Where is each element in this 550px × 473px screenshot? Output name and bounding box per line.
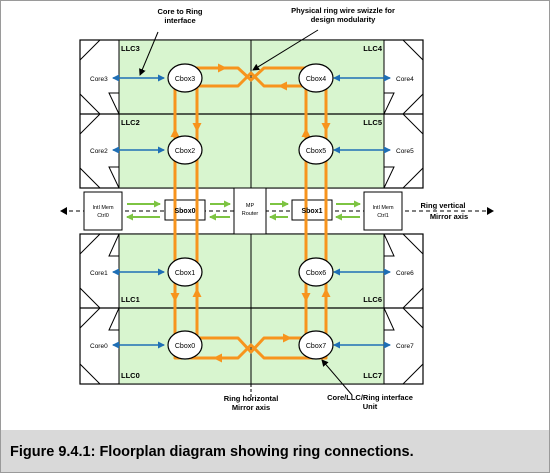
sbox1-label: Sbox1 — [301, 208, 322, 215]
llc1-label: LLC1 — [121, 295, 140, 304]
green-arrows — [126, 200, 361, 221]
core6-label: Core6 — [396, 270, 414, 277]
unit-label-2: Unit — [363, 402, 378, 411]
cbox2-label: Cbox2 — [175, 148, 195, 155]
bottom-block — [79, 233, 424, 385]
cbox4-label: Cbox4 — [306, 76, 326, 83]
sbox0-label: Sbox0 — [174, 208, 195, 215]
cbox6-label: Cbox6 — [306, 270, 326, 277]
mem-ctrl0-box — [83, 191, 123, 231]
core2-label: Core2 — [90, 148, 108, 155]
figure-caption: Figure 9.4.1: Floorplan diagram showing … — [10, 444, 414, 460]
llc0-label: LLC0 — [121, 371, 140, 380]
llc6-label: LLC6 — [363, 295, 382, 304]
ring-vertical-label-2: Mirror axis — [430, 212, 468, 221]
core-to-ring-label-2: interface — [164, 16, 195, 25]
ring-horizontal-label-2: Mirror axis — [232, 403, 270, 412]
cbox0-label: Cbox0 — [175, 343, 195, 350]
core0-label: Core0 — [90, 343, 108, 350]
core-to-ring-label-1: Core to Ring — [158, 7, 203, 16]
core7-label: Core7 — [396, 343, 414, 350]
core5-label: Core5 — [396, 148, 414, 155]
core4-label: Core4 — [396, 76, 414, 83]
ring-vertical-label-1: Ring vertical — [420, 201, 465, 210]
mem-ctrl1-box — [363, 191, 403, 231]
mem-ctrl1-label-1: Intl Mem — [372, 205, 394, 211]
mem-ctrl0-label-2: Ctrl0 — [97, 213, 109, 219]
swizzle-label-1: Physical ring wire swizzle for — [291, 6, 395, 15]
llc5-label: LLC5 — [363, 118, 382, 127]
cbox5-label: Cbox5 — [306, 148, 326, 155]
core-interface-arrows — [112, 74, 391, 349]
mem-ctrl0-label-1: Intl Mem — [92, 205, 114, 211]
router-label-2: Router — [242, 211, 259, 217]
swizzle-label-2: design modularity — [311, 15, 376, 24]
llc4-label: LLC4 — [363, 44, 383, 53]
caption-bar — [1, 430, 549, 472]
router-label-1: MP — [246, 203, 255, 209]
core1-label: Core1 — [90, 270, 108, 277]
cbox1-label: Cbox1 — [175, 270, 195, 277]
unit-label-1: Core/LLC/Ring interface — [327, 393, 413, 402]
llc2-label: LLC2 — [121, 118, 140, 127]
sbox1-box — [291, 199, 333, 221]
ring-horizontal-label-1: Ring horizontal — [224, 394, 279, 403]
llc7-label: LLC7 — [363, 371, 382, 380]
cbox3-label: Cbox3 — [175, 76, 195, 83]
callout-leaders — [139, 29, 353, 396]
cbox7-label: Cbox7 — [306, 343, 326, 350]
mem-ctrl1-label-2: Ctrl1 — [377, 213, 389, 219]
top-block — [79, 39, 424, 189]
core3-label: Core3 — [90, 76, 108, 83]
llc3-label: LLC3 — [121, 44, 140, 53]
cbox-units — [167, 63, 334, 360]
router-box — [233, 187, 267, 235]
